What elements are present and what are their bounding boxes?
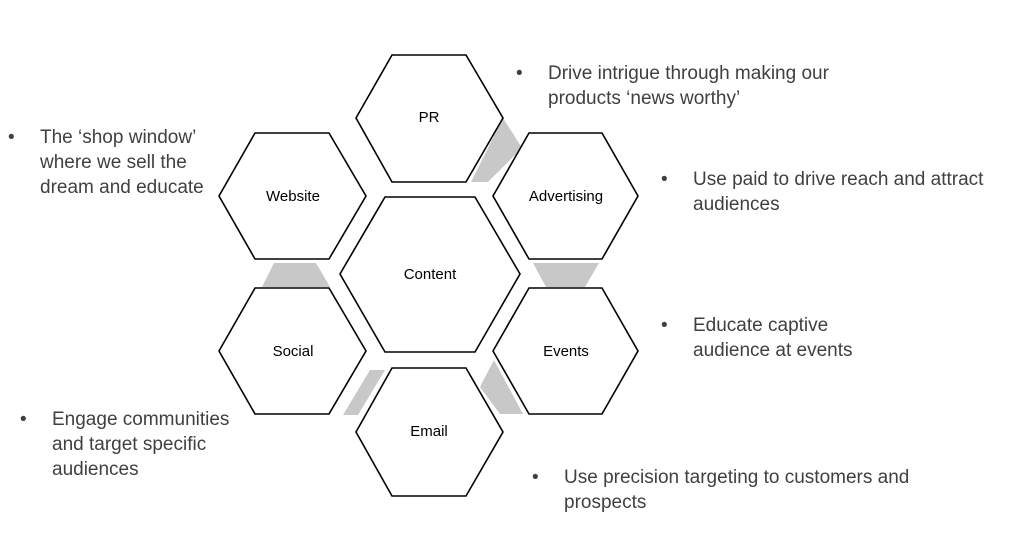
- hexagon-label-events: Events: [543, 343, 589, 360]
- connector-events-email: [480, 360, 523, 414]
- bullet-icon: •: [8, 127, 15, 148]
- note-email: • Use precision targeting to customers a…: [532, 465, 912, 515]
- hexagon-website: [218, 132, 367, 260]
- hexagon-label-advertising: Advertising: [529, 188, 603, 205]
- hexagon-social: [218, 287, 367, 415]
- hexagon-label-social: Social: [273, 343, 314, 360]
- bullet-icon: •: [661, 315, 668, 336]
- hexagon-email: [355, 367, 504, 497]
- note-events-text: Educate captive audience at events: [693, 315, 853, 361]
- hexagon-label-pr: PR: [419, 109, 440, 126]
- note-events: • Educate captive audience at events: [661, 313, 881, 363]
- note-website: • The ‘shop window’ where we sell the dr…: [8, 125, 208, 200]
- note-pr-text: Drive intrigue through making our produc…: [548, 63, 829, 109]
- connector-social-website: [262, 263, 330, 287]
- note-website-text: The ‘shop window’ where we sell the drea…: [40, 127, 204, 198]
- hexagon-label-content: Content: [404, 266, 457, 283]
- note-email-text: Use precision targeting to customers and…: [564, 467, 910, 513]
- note-social-text: Engage communities and target specific a…: [52, 409, 230, 480]
- connector-pr-advertising: [471, 118, 522, 182]
- hexagon-label-website: Website: [266, 188, 320, 205]
- connector-advertising-events: [533, 263, 599, 287]
- note-advertising-text: Use paid to drive reach and attract audi…: [693, 169, 984, 215]
- note-social: • Engage communities and target specific…: [20, 407, 260, 482]
- bullet-icon: •: [532, 467, 539, 488]
- note-pr: • Drive intrigue through making our prod…: [516, 61, 876, 111]
- bullet-icon: •: [516, 63, 523, 84]
- bullet-icon: •: [661, 169, 668, 190]
- note-advertising: • Use paid to drive reach and attract au…: [661, 167, 1016, 217]
- hexagon-label-email: Email: [410, 423, 448, 440]
- hexagon-advertising: [492, 132, 639, 260]
- hexagon-pr: [355, 54, 504, 183]
- bullet-icon: •: [20, 409, 27, 430]
- hexagon-content: [339, 196, 521, 353]
- hexagon-events: [492, 287, 639, 415]
- connector-email-social: [343, 370, 385, 415]
